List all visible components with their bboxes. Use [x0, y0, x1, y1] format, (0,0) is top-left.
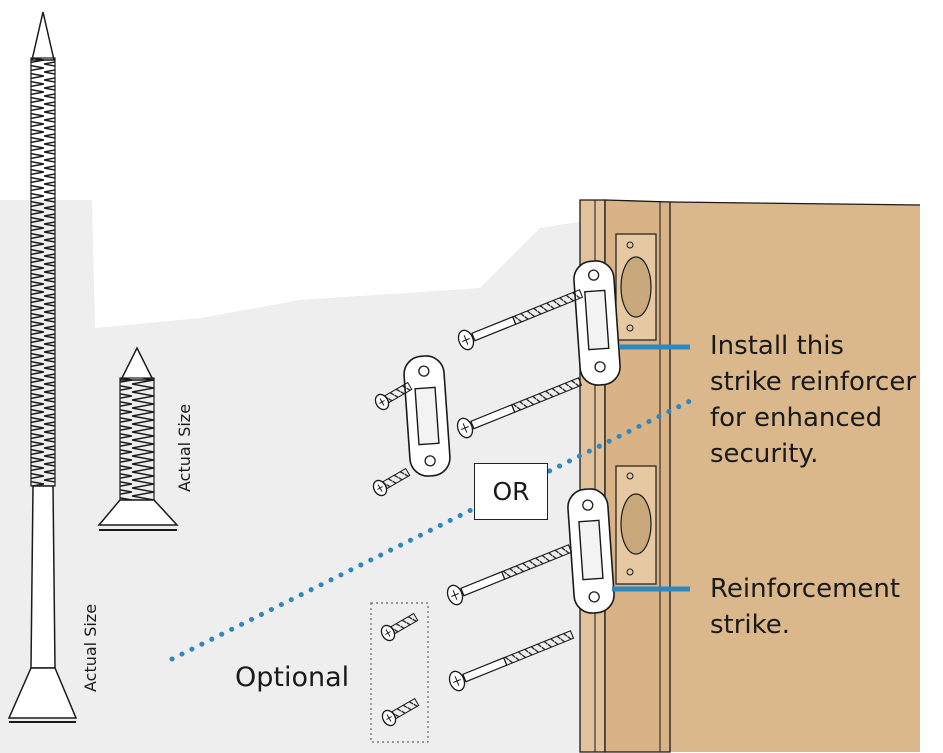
short-strike-screw-top: [374, 381, 413, 411]
dotted-divider-line: [169, 397, 695, 662]
wall-surface: [0, 200, 590, 753]
long-screw-actual-size: [7, 11, 78, 723]
long-screw-upper-1: [457, 289, 584, 351]
door-jamb: [579, 199, 921, 753]
optional-screw-bottom: [381, 697, 420, 727]
reinforcer-callout-line3: for enhanced: [710, 403, 883, 433]
strike-callout-line1: Reinforcement: [710, 574, 901, 604]
optional-screws-box: [370, 602, 429, 743]
optional-label: Optional: [235, 662, 350, 693]
strike-callout-line2: strike.: [710, 610, 791, 640]
standard-strike-plate: [403, 355, 451, 477]
reinforcement-strike-plate: [567, 488, 615, 614]
or-label: OR: [474, 463, 548, 520]
long-screw-lower-2: [448, 630, 575, 692]
reinforcer-callout-line2: strike reinforcer: [710, 367, 917, 397]
reinforcer-callout-line1: Install this: [710, 331, 844, 361]
short-screw-actual-size: [97, 346, 179, 531]
reinforcer-callout: Install this strike reinforcer for enhan…: [710, 328, 916, 472]
strike-callout: Reinforcement strike.: [710, 571, 900, 643]
actual-size-label-short-screw: Actual Size: [175, 403, 194, 492]
actual-size-label-long-screw: Actual Size: [81, 603, 100, 692]
long-screw-upper-2: [456, 377, 583, 439]
strike-reinforcer-plate: [573, 260, 621, 386]
reinforcer-callout-line4: security.: [710, 439, 819, 469]
short-strike-screw-bottom: [372, 467, 411, 497]
optional-screw-top: [380, 612, 419, 642]
long-screw-lower-1: [446, 544, 573, 606]
